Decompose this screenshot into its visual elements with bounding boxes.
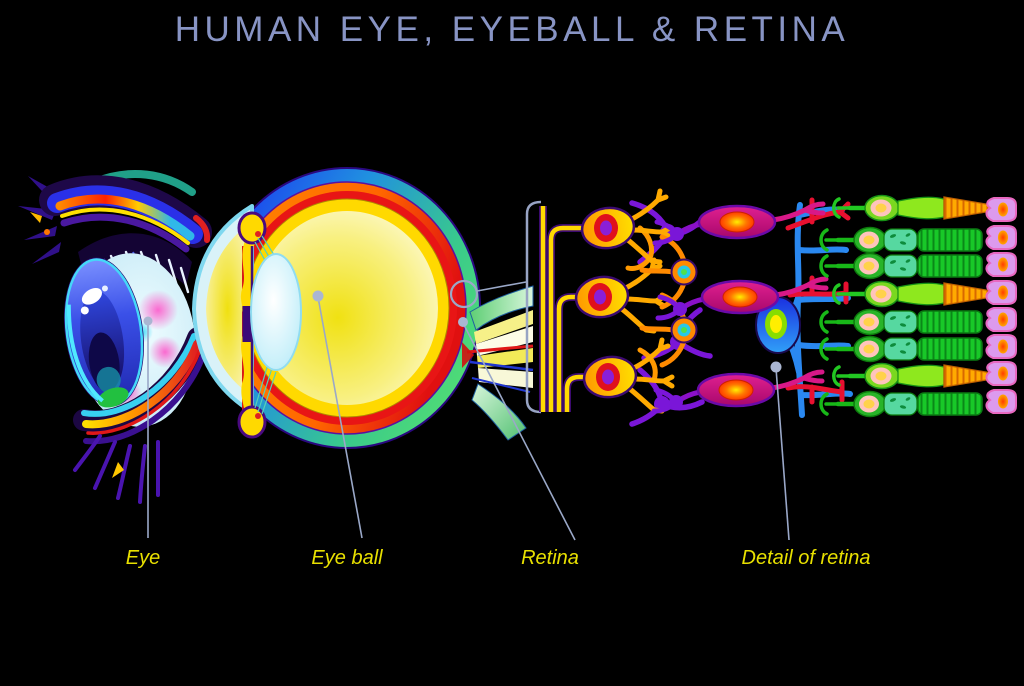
eyeball-illustration — [192, 156, 534, 460]
zoom-connector-line — [476, 281, 527, 292]
leader-dots — [143, 290, 782, 373]
retina-detail-illustration — [525, 191, 1017, 427]
optic-nerve — [462, 285, 534, 441]
pigment-epithelium-cell — [985, 252, 1017, 277]
eyeball-layers — [213, 167, 481, 449]
pigment-epithelium-cell — [985, 280, 1017, 305]
eye-illustration — [18, 170, 212, 504]
lower-lashes — [73, 434, 161, 504]
iris-and-lens — [237, 211, 302, 439]
pigment-epithelium-cell — [985, 389, 1017, 414]
label-retina: Retina — [521, 547, 579, 569]
page-title: HUMAN EYE, EYEBALL & RETINA — [174, 10, 850, 49]
leader-lines — [147, 296, 790, 541]
rod-photoreceptor — [821, 310, 982, 335]
cone-photoreceptor — [834, 196, 998, 221]
magnifier-bracket — [525, 200, 542, 414]
rod-photoreceptor — [821, 337, 982, 362]
pigment-epithelium-cell — [985, 307, 1017, 332]
annotations — [143, 279, 790, 541]
pigment-epithelium-cell — [985, 334, 1017, 359]
pigment-epithelium-cell — [985, 197, 1017, 222]
pigment-epithelium-cell — [985, 225, 1017, 250]
rod-photoreceptor — [821, 254, 982, 279]
label-detail-of-retina: Detail of retina — [741, 547, 871, 569]
upper-eyelid — [39, 170, 212, 253]
cone-photoreceptor — [834, 364, 998, 389]
lower-eyelid — [73, 327, 209, 445]
label-eye: Eye — [125, 547, 161, 569]
pigment-epithelium-cell — [985, 361, 1017, 386]
nerve-fiber-layer — [539, 206, 602, 412]
retina-zoom-circle — [449, 279, 479, 309]
cornea — [192, 204, 254, 414]
eye-iris — [63, 257, 145, 408]
label-eyeball: Eye ball — [311, 547, 383, 569]
cone-photoreceptor — [834, 282, 998, 307]
